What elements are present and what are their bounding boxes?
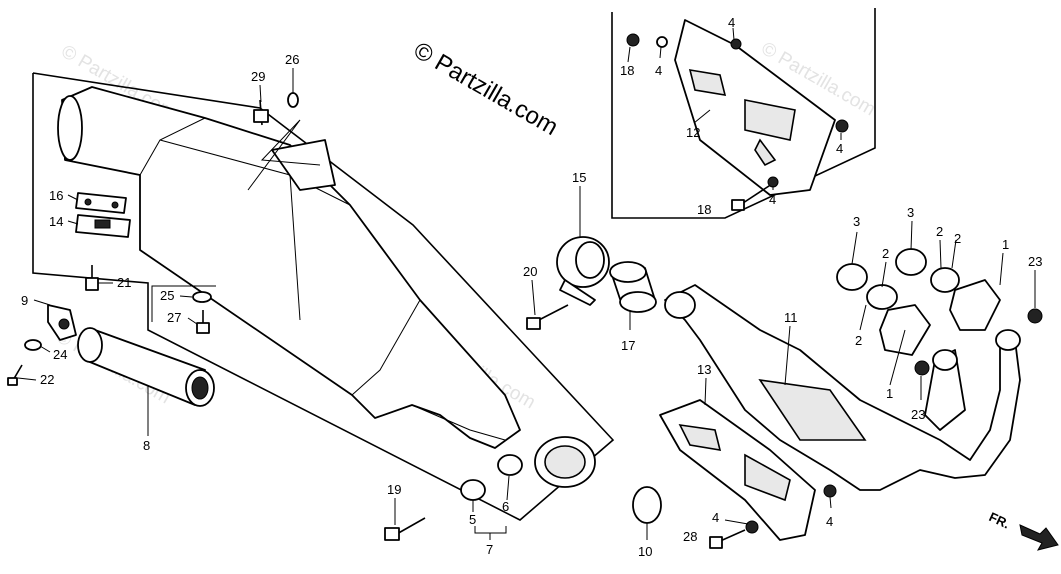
exhaust-flange [949,279,1001,331]
callout-22: 22 [40,372,54,387]
callout-5: 5 [469,512,476,527]
nut [730,38,742,50]
callout-4: 4 [826,514,833,529]
nut [914,360,930,376]
callout-1: 1 [1002,237,1009,252]
callout-10: 10 [638,544,652,559]
exhaust-protector [659,399,816,541]
callout-3: 3 [907,205,914,220]
callout-6: 6 [502,499,509,514]
callout-28: 28 [683,529,697,544]
callout-25: 25 [160,288,174,303]
callout-18: 18 [620,63,634,78]
muffler [57,86,596,488]
clamp [47,304,77,341]
callout-15: 15 [572,170,586,185]
callout-4: 4 [836,141,843,156]
callout-9: 9 [21,293,28,308]
washer [287,92,299,108]
forward-direction-arrow [1019,524,1059,551]
callout-20: 20 [523,264,537,279]
gasket [75,192,131,238]
bolt [196,310,210,334]
bolt [384,517,426,541]
callout-4: 4 [712,510,719,525]
exhaust-pipe [664,284,1021,491]
washer [24,339,42,351]
callout-2: 2 [954,231,961,246]
heat-shield [674,19,836,196]
bolt [7,364,23,386]
callout-14: 14 [49,214,63,229]
washer [656,36,668,48]
callout-3: 3 [853,214,860,229]
callout-23: 23 [1028,254,1042,269]
gasket-ring [895,248,927,276]
callout-2: 2 [936,224,943,239]
bolt [85,265,99,291]
callout-labels: 1 1 2 2 2 2 3 3 4 4 4 4 4 4 5 6 7 8 9 10… [21,15,1042,559]
callout-13: 13 [697,362,711,377]
callout-7: 7 [486,542,493,557]
callout-2: 2 [855,333,862,348]
callout-24: 24 [53,347,67,362]
washer [192,291,212,303]
direction-label: FR. [987,509,1012,531]
exhaust-clamp [556,236,610,306]
callout-8: 8 [143,438,150,453]
callout-17: 17 [621,338,635,353]
bolt [709,529,746,549]
callout-12: 12 [686,125,700,140]
bushing [460,479,486,501]
collar [866,284,898,310]
leader-lines [17,27,1036,540]
bolt [626,33,640,47]
nut [745,520,759,534]
bolt [526,304,569,330]
callout-19: 19 [387,482,401,497]
callout-4: 4 [769,192,776,207]
heat-shield-box [611,8,876,219]
callout-29: 29 [251,69,265,84]
callout-27: 27 [167,310,181,325]
tail-pipe [77,327,215,407]
callout-4: 4 [655,63,662,78]
bushing [497,454,523,476]
callout-1: 1 [886,386,893,401]
nut [1027,308,1043,324]
nut [767,176,779,188]
nut [835,119,849,133]
copyright-text: © Partzilla.com [409,37,563,141]
callout-21: 21 [117,275,131,290]
callout-23: 23 [911,407,925,422]
callout-26: 26 [285,52,299,67]
callout-4: 4 [728,15,735,30]
callout-2: 2 [882,246,889,261]
collar [930,267,960,293]
gasket-ring [836,263,868,291]
nut [823,484,837,498]
callout-11: 11 [784,310,798,325]
bolt [253,99,269,126]
joint-sleeve [609,261,657,313]
callout-18: 18 [697,202,711,217]
cap-plate [632,486,662,524]
callout-16: 16 [49,188,63,203]
